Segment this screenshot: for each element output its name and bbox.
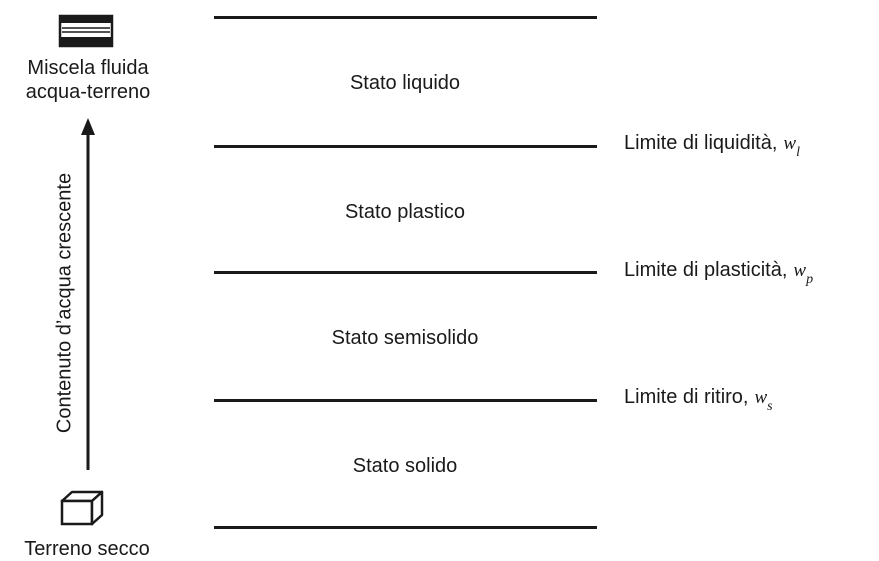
- top-label-line1: Miscela fluida: [27, 57, 149, 79]
- limit-liquid-label: Limite di liquidità,: [624, 132, 778, 154]
- liquid-limit-symbol: wl: [783, 133, 800, 160]
- top-label: Miscela fluida acqua-terreno: [26, 56, 151, 104]
- state-semisolid: Stato semisolido: [331, 327, 479, 349]
- water-soil-mixture-icon: [58, 14, 114, 48]
- bottom-label: Terreno secco: [24, 538, 150, 560]
- dry-soil-cube-icon: [60, 490, 104, 526]
- state-solid: Stato solido: [352, 455, 458, 477]
- shrinkage-limit-symbol-w: w: [754, 387, 768, 408]
- limit-plastic: Limite di plasticità,wp: [624, 259, 813, 288]
- limit-shrinkage-label: Limite di ritiro,: [624, 386, 749, 408]
- liquid-limit-symbol-w: w: [783, 133, 797, 154]
- limit-liquid: Limite di liquidità,wl: [624, 132, 800, 161]
- boundary-line-top: [214, 16, 597, 19]
- top-label-line2: acqua-terreno: [25, 81, 151, 103]
- shrinkage-limit-symbol-sub: s: [767, 399, 773, 414]
- liquid-limit-symbol-sub: l: [796, 145, 800, 160]
- plastic-limit-symbol-sub: p: [806, 272, 814, 287]
- limit-shrinkage: Limite di ritiro,ws: [624, 386, 773, 415]
- axis-label: Contenuto d’acqua crescente: [53, 172, 76, 434]
- plastic-limit-symbol-w: w: [793, 260, 807, 281]
- state-liquid: Stato liquido: [349, 72, 461, 94]
- limit-plastic-label: Limite di plasticità,: [624, 259, 788, 281]
- boundary-line-plastic-limit: [214, 271, 597, 274]
- boundary-line-bottom: [214, 526, 597, 529]
- boundary-line-shrinkage-limit: [214, 399, 597, 402]
- plastic-limit-symbol: wp: [793, 260, 813, 287]
- boundary-line-liquid-limit: [214, 145, 597, 148]
- state-plastic: Stato plastico: [344, 201, 466, 223]
- shrinkage-limit-symbol: ws: [754, 387, 772, 414]
